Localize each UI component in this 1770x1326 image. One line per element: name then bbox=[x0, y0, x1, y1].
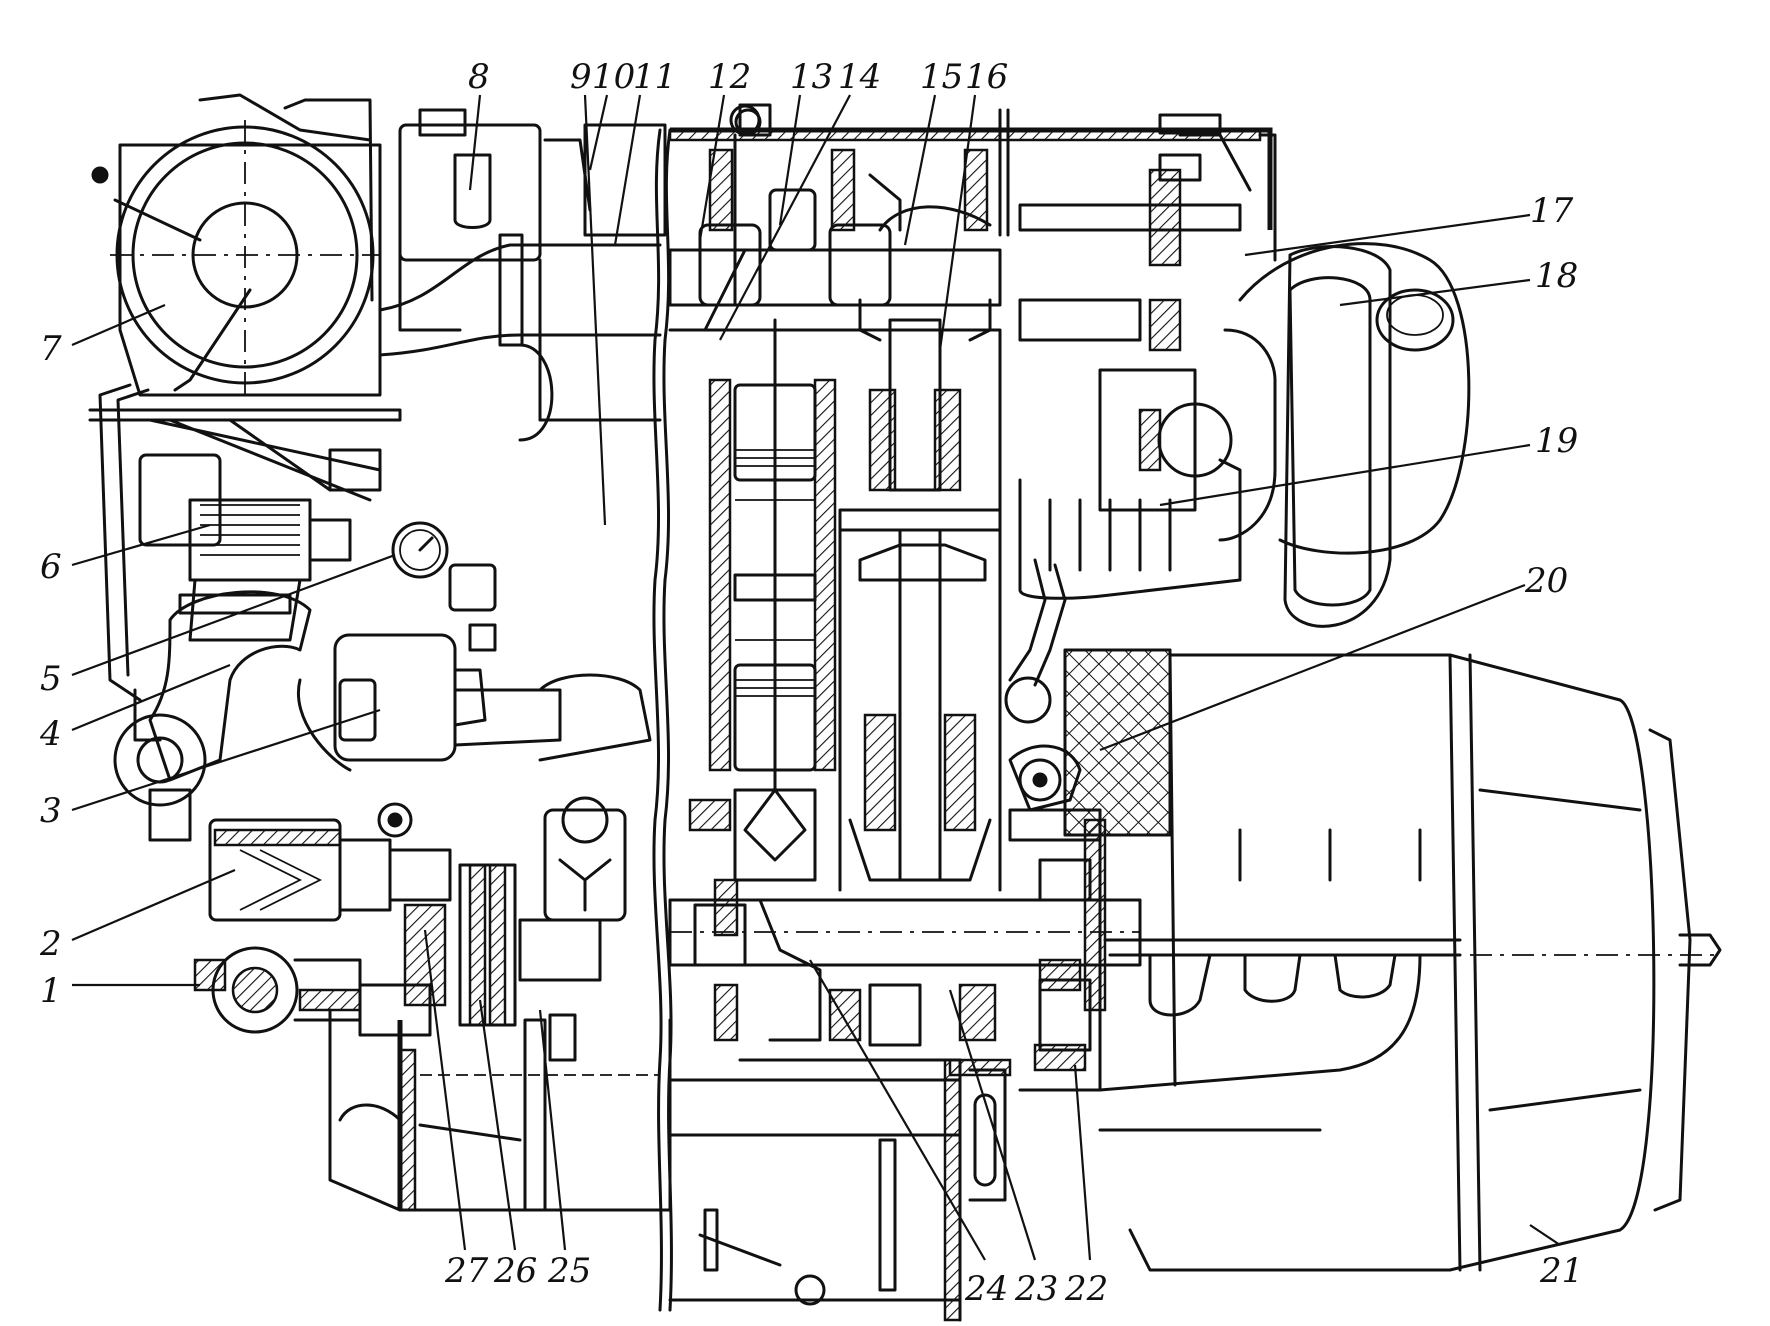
valve-gear bbox=[668, 108, 1002, 332]
callout-24: 24 bbox=[964, 1269, 1008, 1309]
left-crankcase bbox=[328, 1008, 672, 1212]
callout-25: 25 bbox=[547, 1251, 591, 1291]
cylinder-liner bbox=[668, 318, 1002, 882]
callout-21: 21 bbox=[1539, 1251, 1583, 1291]
oil-pan-right bbox=[1098, 828, 1462, 1132]
callout-numbers: 1 2 3 4 5 6 7 8 9 10 11 12 13 14 15 16 1… bbox=[39, 57, 1583, 1309]
fan-housing bbox=[1128, 653, 1722, 1272]
starter-motor bbox=[208, 802, 452, 922]
callout-19: 19 bbox=[1535, 421, 1578, 461]
pressure-gauge bbox=[391, 521, 497, 652]
silencer bbox=[296, 633, 652, 772]
oil-filter bbox=[138, 453, 352, 642]
callout-22: 22 bbox=[1064, 1269, 1108, 1309]
callout-16: 16 bbox=[965, 57, 1008, 97]
callout-17: 17 bbox=[1530, 191, 1574, 231]
air-cleaner bbox=[91, 93, 382, 397]
callout-27: 27 bbox=[444, 1251, 489, 1291]
callout-14: 14 bbox=[838, 57, 881, 97]
callout-15: 15 bbox=[920, 57, 963, 97]
callout-1: 1 bbox=[40, 971, 62, 1011]
callout-5: 5 bbox=[40, 659, 62, 699]
section-break-line bbox=[652, 128, 663, 1312]
timing-gears bbox=[403, 796, 627, 1027]
flywheel-housing bbox=[1018, 808, 1107, 1092]
intake-pipe bbox=[378, 108, 667, 442]
vertical-drive-shaft bbox=[838, 298, 1002, 892]
oil-sump bbox=[668, 1058, 1007, 1322]
callout-6: 6 bbox=[40, 547, 62, 587]
callout-4: 4 bbox=[39, 714, 62, 754]
callout-13: 13 bbox=[790, 57, 833, 97]
fuel-pump bbox=[193, 946, 432, 1037]
callout-12: 12 bbox=[708, 57, 751, 97]
section-break-line-2 bbox=[662, 128, 673, 1312]
callout-23: 23 bbox=[1014, 1269, 1058, 1309]
callout-9: 9 bbox=[570, 57, 592, 97]
callout-8: 8 bbox=[468, 57, 490, 97]
callout-11: 11 bbox=[633, 57, 676, 97]
exhaust-elbow bbox=[113, 590, 312, 842]
callout-18: 18 bbox=[1535, 256, 1578, 296]
callout-2: 2 bbox=[39, 924, 62, 964]
callout-7: 7 bbox=[40, 329, 62, 369]
generator bbox=[1018, 242, 1471, 628]
leader-lines bbox=[71, 94, 1561, 1261]
callout-10: 10 bbox=[592, 57, 635, 97]
right-accessory-drive bbox=[1018, 133, 1277, 512]
crankshaft bbox=[668, 878, 1142, 1202]
cylinder-head-cover bbox=[668, 103, 1273, 237]
breather-pipe bbox=[88, 383, 402, 702]
callout-3: 3 bbox=[40, 791, 62, 831]
callout-20: 20 bbox=[1524, 561, 1568, 601]
callout-26: 26 bbox=[493, 1251, 537, 1291]
